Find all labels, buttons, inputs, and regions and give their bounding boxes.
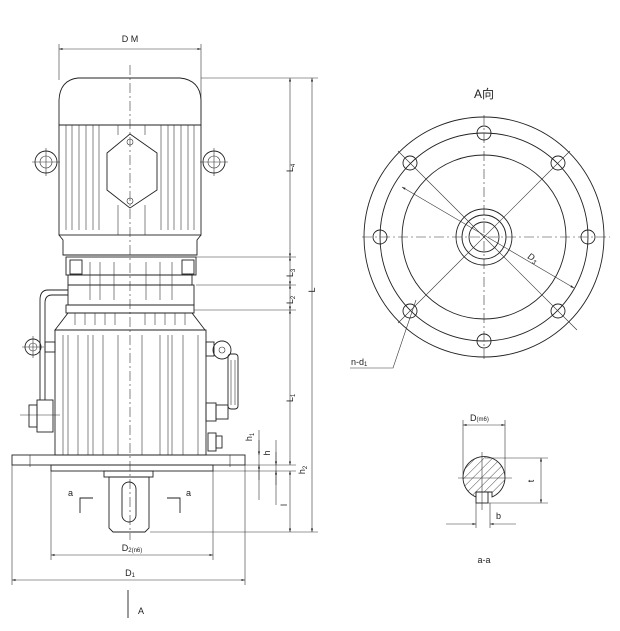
section-label-a-left: a [68, 488, 73, 498]
svg-text:L2: L2 [285, 295, 297, 304]
svg-text:L4: L4 [285, 163, 297, 172]
nd1-label: n-d1 [351, 357, 368, 368]
output-shaft [103, 470, 154, 533]
svg-text:h: h [262, 450, 272, 455]
section-label-a-right: a [186, 488, 191, 498]
l2-label: L2 [285, 295, 297, 304]
h-label: h [262, 450, 272, 455]
motor-fan-cover [58, 77, 202, 126]
svg-text:h1: h1 [244, 432, 256, 441]
lifting-eye-right-icon [200, 148, 228, 176]
h1-label: h1 [244, 432, 256, 441]
section-title: a-a [477, 555, 490, 565]
svg-text:t: t [526, 479, 536, 482]
svg-text:l: l [279, 504, 289, 506]
end-view-title: A向 [474, 86, 494, 101]
d2-label: D2(n6) [122, 543, 143, 554]
view-arrow-label: A [138, 606, 144, 616]
svg-text:h2: h2 [297, 465, 309, 474]
dm-label: D M [122, 34, 139, 44]
l-label: l [279, 504, 289, 506]
svg-text:L3: L3 [285, 268, 297, 277]
h2-label: h2 [297, 465, 309, 474]
section-mark-right [167, 497, 181, 513]
d3-dimension-line [401, 186, 575, 289]
l3-label: L3 [285, 268, 297, 277]
section-mark-left [79, 497, 93, 513]
terminal-box [106, 133, 158, 209]
gearbox-upper [65, 256, 197, 306]
l4-label: L4 [285, 163, 297, 172]
base-plate [11, 454, 246, 585]
side-fittings [20, 336, 239, 452]
nd1-leader [350, 299, 417, 369]
end-view: A向 D3 n-d1 [350, 86, 610, 369]
l1-label: L1 [285, 393, 297, 402]
oil-pipe [39, 289, 68, 400]
section-view: D(m6) t b a-a [446, 413, 548, 565]
d-label: D(m6) [470, 413, 489, 423]
bolt-holes [372, 125, 596, 349]
shaft-section [462, 456, 506, 498]
b-label: b [496, 511, 501, 521]
t-label: t [526, 479, 536, 482]
front-view: D M [11, 34, 318, 618]
lifting-eye-left-icon [32, 148, 60, 176]
svg-text:L: L [307, 287, 317, 292]
gearbox-lower-body [54, 329, 207, 456]
d1-label: D1 [125, 568, 136, 579]
svg-text:L1: L1 [285, 393, 297, 402]
d3-label: D3 [525, 251, 540, 267]
L-label: L [307, 287, 317, 292]
